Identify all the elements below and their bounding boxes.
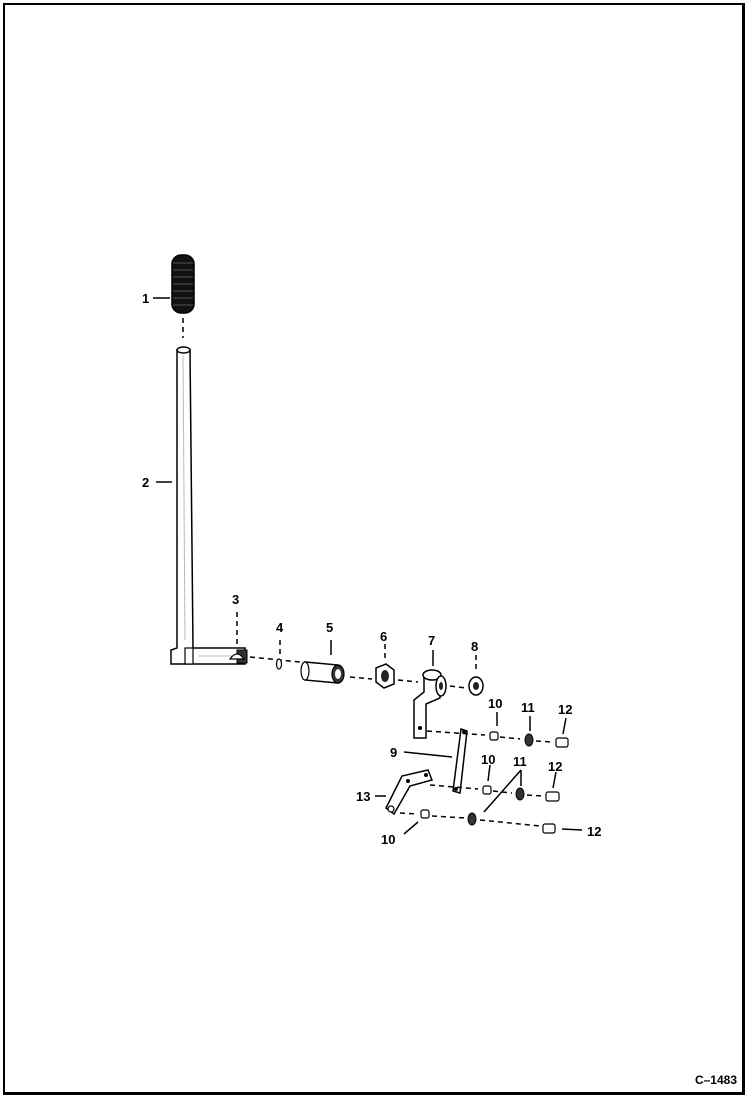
part-link [403,728,468,794]
callout-11-b: 11 [513,754,527,769]
callout-10-a: 10 [488,696,502,711]
callout-10-b: 10 [481,752,495,767]
callout-9: 9 [390,745,397,760]
callout-12-c: 12 [587,824,601,839]
part-bracket [375,769,434,816]
part-bushing [300,640,373,684]
callout-7: 7 [428,633,435,648]
callout-5: 5 [326,620,333,635]
callout-1: 1 [142,291,149,306]
part-grip [171,254,195,338]
hardware-row-c [399,809,583,835]
callout-2: 2 [142,475,149,490]
page-border [3,3,745,1095]
part-nut [375,644,419,689]
part-woodruff-key [228,612,246,660]
callout-13: 13 [356,789,370,804]
callout-11-a: 11 [521,700,535,715]
callout-12-b: 12 [548,759,562,774]
callout-4: 4 [276,620,284,635]
part-lever-rod [170,346,301,665]
figure-code: C–1483 [694,1073,737,1087]
callout-6: 6 [380,629,387,644]
hardware-row-b [429,764,560,813]
hardware-row-a [426,712,569,748]
part-lever-arm [413,650,467,739]
callout-8: 8 [471,639,478,654]
callout-3: 3 [232,592,239,607]
part-ring [275,640,283,670]
callout-12-a: 12 [558,702,572,717]
callout-10-c: 10 [381,832,395,847]
part-washer [468,655,484,696]
